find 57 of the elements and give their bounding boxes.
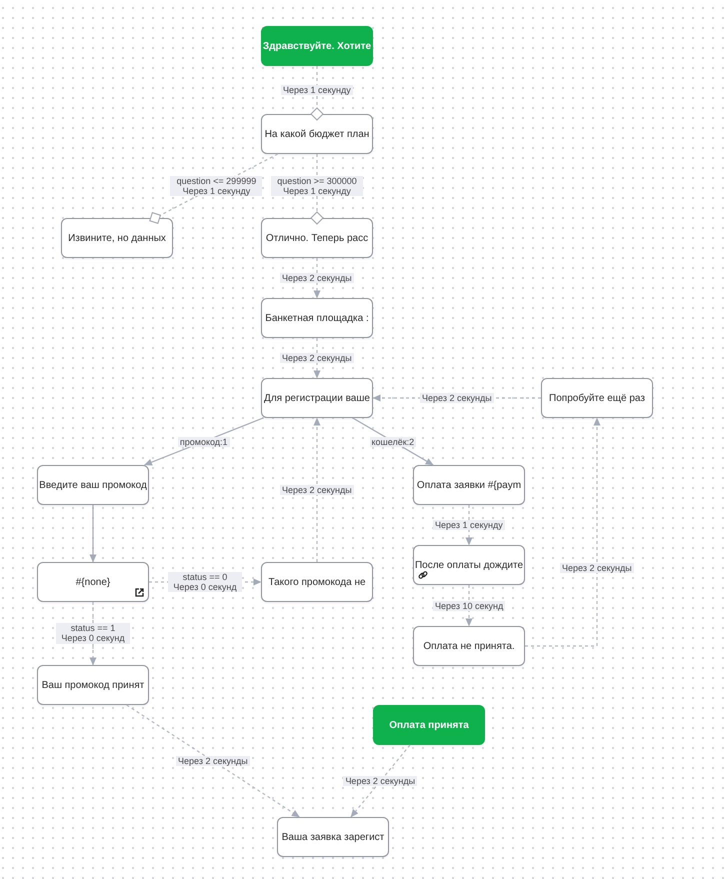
node-text: Ваш промокод принят bbox=[42, 680, 144, 690]
message-box bbox=[541, 378, 653, 418]
message-box bbox=[37, 665, 149, 705]
message-box bbox=[261, 378, 373, 418]
node-text: Оплата заявки #{paym bbox=[416, 480, 522, 490]
arrow bbox=[466, 505, 472, 546]
edge-label: Через 2 секунды bbox=[280, 353, 354, 364]
node-text: Банкетная площадка : bbox=[265, 312, 369, 324]
node-text: Попробуйте ещё раз bbox=[549, 392, 645, 404]
arrow bbox=[466, 585, 472, 626]
node-text: Извините, но данных bbox=[68, 232, 166, 244]
node-text: На какой бюджет план bbox=[264, 128, 370, 140]
edge-label: status == 0 Через 0 секунд bbox=[168, 572, 242, 592]
message-box bbox=[261, 562, 373, 602]
edge-label: status == 1 Через 0 секунд bbox=[56, 623, 130, 644]
node-text: Такого промокода не bbox=[268, 576, 366, 588]
message-box bbox=[277, 817, 389, 857]
node-text: Отлично. Теперь расс bbox=[266, 232, 368, 244]
message-box bbox=[61, 218, 173, 258]
arrow bbox=[126, 704, 300, 818]
message-box bbox=[413, 545, 525, 585]
trigger-box bbox=[373, 705, 485, 745]
arrow bbox=[525, 418, 600, 647]
edge-label: Через 2 секунды bbox=[176, 756, 250, 766]
node-text: Оплата принята bbox=[389, 720, 469, 730]
arrow bbox=[314, 418, 320, 562]
node-text: Оплата не принята. bbox=[423, 640, 515, 652]
message-box bbox=[37, 562, 149, 602]
message-box bbox=[413, 626, 525, 666]
trigger-box bbox=[261, 26, 373, 66]
node-text: После оплаты дождите bbox=[414, 560, 524, 570]
node-text: #{none} bbox=[76, 576, 110, 588]
message-box bbox=[413, 465, 525, 505]
message-box bbox=[37, 465, 149, 505]
edge-label: Через 10 секунд bbox=[433, 600, 506, 611]
edge-label: Через 2 секунды bbox=[280, 273, 354, 284]
edge-label: Через 1 секунду bbox=[281, 85, 353, 96]
message-box bbox=[261, 298, 373, 338]
edge-label: Через 1 секунду bbox=[433, 520, 505, 530]
edge-label: промокод:1 bbox=[178, 436, 230, 447]
edge-label: кошелёк:2 bbox=[370, 436, 416, 447]
message-box bbox=[261, 218, 373, 258]
edge-label: Через 2 секунды bbox=[280, 485, 354, 496]
arrow bbox=[350, 744, 410, 818]
arrow bbox=[90, 505, 96, 562]
edge-label: Через 2 секунды bbox=[343, 776, 418, 786]
node-text: Ваша заявка зарегист bbox=[282, 832, 384, 842]
node-text: Для регистрации ваше bbox=[264, 392, 370, 404]
arrow bbox=[314, 258, 320, 298]
edge-label: Через 2 секунды bbox=[560, 563, 634, 574]
edge-label: Через 2 секунды bbox=[420, 393, 494, 404]
arrow bbox=[314, 338, 320, 378]
edge-label: question <= 299999 Через 1 секунду bbox=[170, 176, 262, 196]
edge-label: question >= 300000 Через 1 секунду bbox=[271, 176, 363, 196]
node-text: Введите ваш промокод bbox=[39, 480, 147, 490]
message-box bbox=[261, 114, 373, 154]
node-text: Здравствуйте. Хотите bbox=[262, 40, 372, 52]
